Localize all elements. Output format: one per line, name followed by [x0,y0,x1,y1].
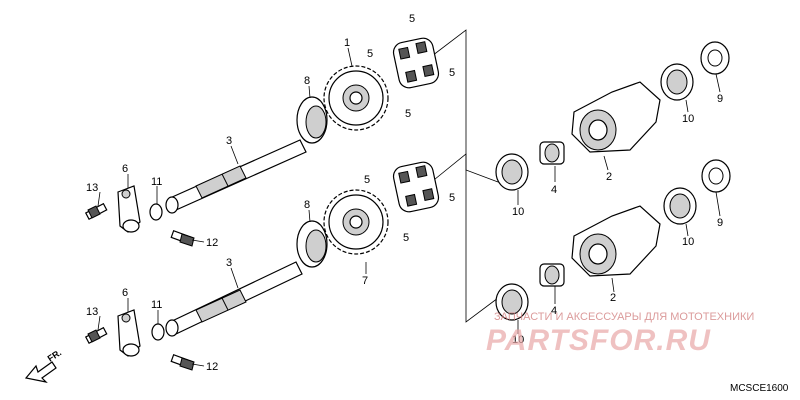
callout-5-top-a: 5 [409,13,415,25]
cage-bearing-5-top [392,37,440,89]
callout-8-bottom: 8 [304,199,310,211]
callout-2-bottom: 2 [610,292,616,304]
needle-bearing-10-top-right [660,63,694,101]
callout-4-bottom: 4 [551,305,557,317]
watermark-caption: ЗАПЧАСТИ И АКСЕССУАРЫ ДЛЯ МОТОТЕХНИКИ [494,311,754,323]
callout-5-bottom-b: 5 [449,192,455,204]
callout-13-bottom: 13 [86,306,98,318]
callout-6-bottom: 6 [122,287,128,299]
callout-3-top: 3 [226,135,232,147]
bottom-assembly [84,153,731,371]
callout-12-top: 12 [206,237,218,249]
needle-bearing-10-bottom-left [495,283,529,321]
top-assembly [84,29,730,247]
callout-10-top-right: 10 [682,113,694,125]
callout-5-top-d: 5 [405,108,411,120]
bolt-12-top [170,229,195,247]
bolt-12-bottom [170,353,195,371]
thrust-washer-9-top [700,41,730,75]
washer-11-bottom [151,323,165,341]
washer-11-top [149,203,163,221]
callout-10-bottom-right: 10 [682,236,694,248]
driven-gear-7 [323,189,389,255]
collar-4-bottom [539,263,565,287]
watermark-logo: PARTSFOR.RU [486,324,711,357]
bevel-gear-2-top [571,81,661,153]
bolt-13-bottom [84,326,108,345]
front-label: FR. [46,347,64,363]
diagram-code: MCSCE1600 [730,383,789,394]
callout-9-bottom: 9 [717,217,723,229]
callout-13-top: 13 [86,182,98,194]
callout-3-bottom: 3 [226,257,232,269]
callout-5-top-c: 5 [449,67,455,79]
callout-1-top: 1 [344,37,350,49]
callout-10-top-left: 10 [512,206,524,218]
output-shaft-3-top [165,139,307,214]
callout-9-top: 9 [717,93,723,105]
thrust-washer-9-bottom [701,159,731,193]
output-shaft-3-bottom [165,261,303,337]
callout-11-bottom: 11 [151,299,162,311]
needle-bearing-10-top-left [495,153,529,191]
bevel-gear-2-bottom [571,205,661,277]
callout-12-bottom: 12 [206,361,218,373]
front-direction-arrow: FR. [24,347,64,383]
callout-5-bottom-c: 5 [403,232,409,244]
lever-arm-6-bottom [117,309,141,357]
callout-6-top: 6 [122,163,128,175]
needle-bearing-10-bottom-right [663,187,697,225]
callout-5-top-b: 5 [367,48,373,60]
callout-2-top: 2 [606,171,612,183]
callout-10-bottom-left: 10 [512,334,524,346]
cage-bearing-5-bottom [392,161,440,213]
callout-11-top: 11 [151,176,162,188]
callout-5-bottom-a: 5 [364,174,370,186]
callout-8-top: 8 [304,75,310,87]
collar-8-bottom [296,220,328,268]
lever-arm-6-top [117,185,141,233]
collar-4-top [539,141,565,165]
collar-8-top [296,96,328,144]
bolt-13-top [84,202,108,221]
callout-7-bottom: 7 [362,275,368,287]
drive-gear-1 [323,65,389,131]
callout-4-top: 4 [551,184,557,196]
